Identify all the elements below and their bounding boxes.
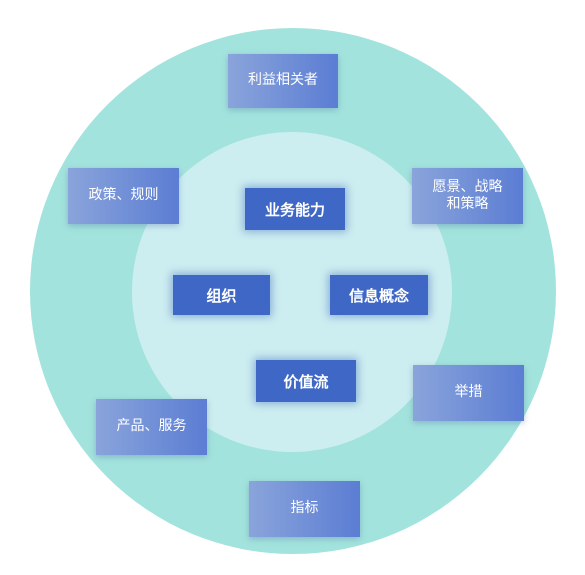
products-services-label: 产品、服务 bbox=[116, 418, 187, 435]
business-capability-label: 业务能力 bbox=[264, 200, 325, 219]
initiatives-box: 举措 bbox=[413, 365, 524, 421]
policy-rules-label: 政策、规则 bbox=[88, 187, 159, 204]
initiatives-label: 举措 bbox=[454, 384, 483, 401]
information-concept-box: 信息概念 bbox=[330, 275, 428, 315]
vision-strategy-line2: 和策略 bbox=[446, 196, 489, 212]
organization-box: 组织 bbox=[173, 275, 270, 315]
value-stream-label: 价值流 bbox=[283, 372, 329, 391]
organization-label: 组织 bbox=[206, 286, 237, 305]
business-capability-box: 业务能力 bbox=[245, 188, 345, 230]
stakeholders-label: 利益相关者 bbox=[248, 72, 318, 89]
metrics-box: 指标 bbox=[249, 481, 360, 537]
policy-rules-box: 政策、规则 bbox=[68, 168, 179, 224]
vision-strategy-line1: 愿景、战略 bbox=[432, 178, 503, 195]
vision-strategy-text: 愿景、战略 和策略 bbox=[433, 179, 503, 214]
metrics-label: 指标 bbox=[290, 500, 319, 517]
stakeholders-box: 利益相关者 bbox=[228, 54, 338, 108]
products-services-box: 产品、服务 bbox=[96, 399, 207, 455]
information-concept-label: 信息概念 bbox=[348, 286, 409, 305]
value-stream-box: 价值流 bbox=[256, 360, 356, 402]
vision-strategy-box: 愿景、战略 和策略 bbox=[412, 168, 523, 224]
